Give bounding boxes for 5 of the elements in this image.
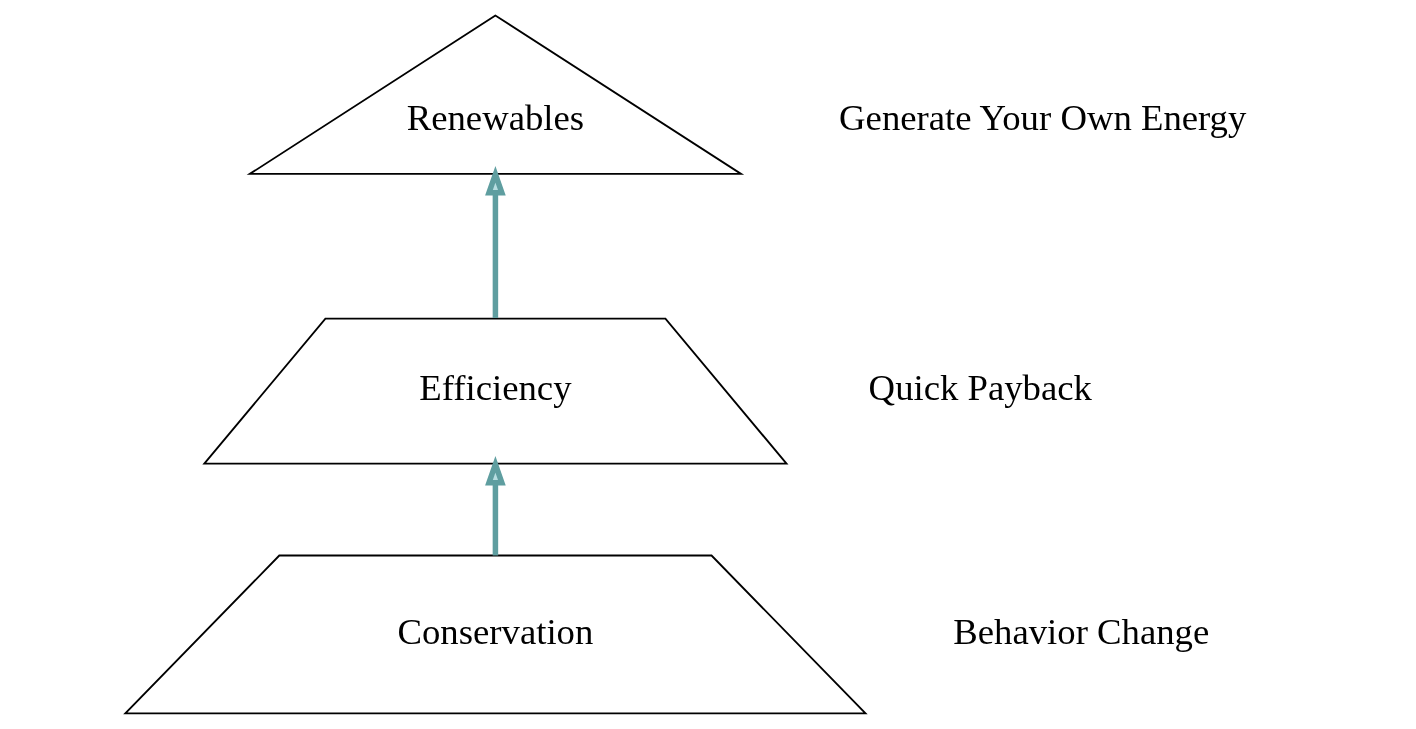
node-label: Generate Your Own Energy <box>839 97 1247 139</box>
arrow <box>485 455 506 556</box>
node-label: Quick Payback <box>868 367 1092 409</box>
node-label: Behavior Change <box>953 610 1210 652</box>
arrow <box>485 165 506 318</box>
